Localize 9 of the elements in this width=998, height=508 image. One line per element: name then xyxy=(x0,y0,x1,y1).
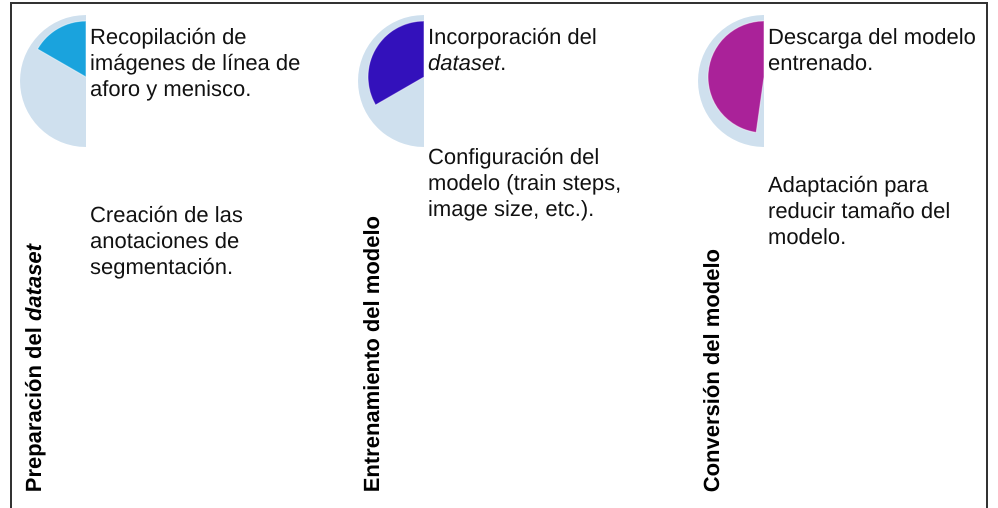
stage-title: Entrenamiento del modelo xyxy=(358,216,385,492)
step-description: Incorporación del dataset. xyxy=(428,24,598,76)
step-description: Creación de las anotaciones de segmentación. xyxy=(90,202,244,280)
step-description: Adaptación para reducir tamaño del modelo. xyxy=(768,172,952,250)
step-description: Configuración del modelo (train steps, image size, etc.). xyxy=(428,144,622,222)
stage-title: Preparación del dataset xyxy=(20,244,47,492)
step-description: Recopilación de imágenes de línea de aforo y menisco. xyxy=(90,24,302,102)
step-description: Descarga del modelo entrenado. xyxy=(768,24,977,76)
stage-title: Conversión del modelo xyxy=(698,248,725,492)
